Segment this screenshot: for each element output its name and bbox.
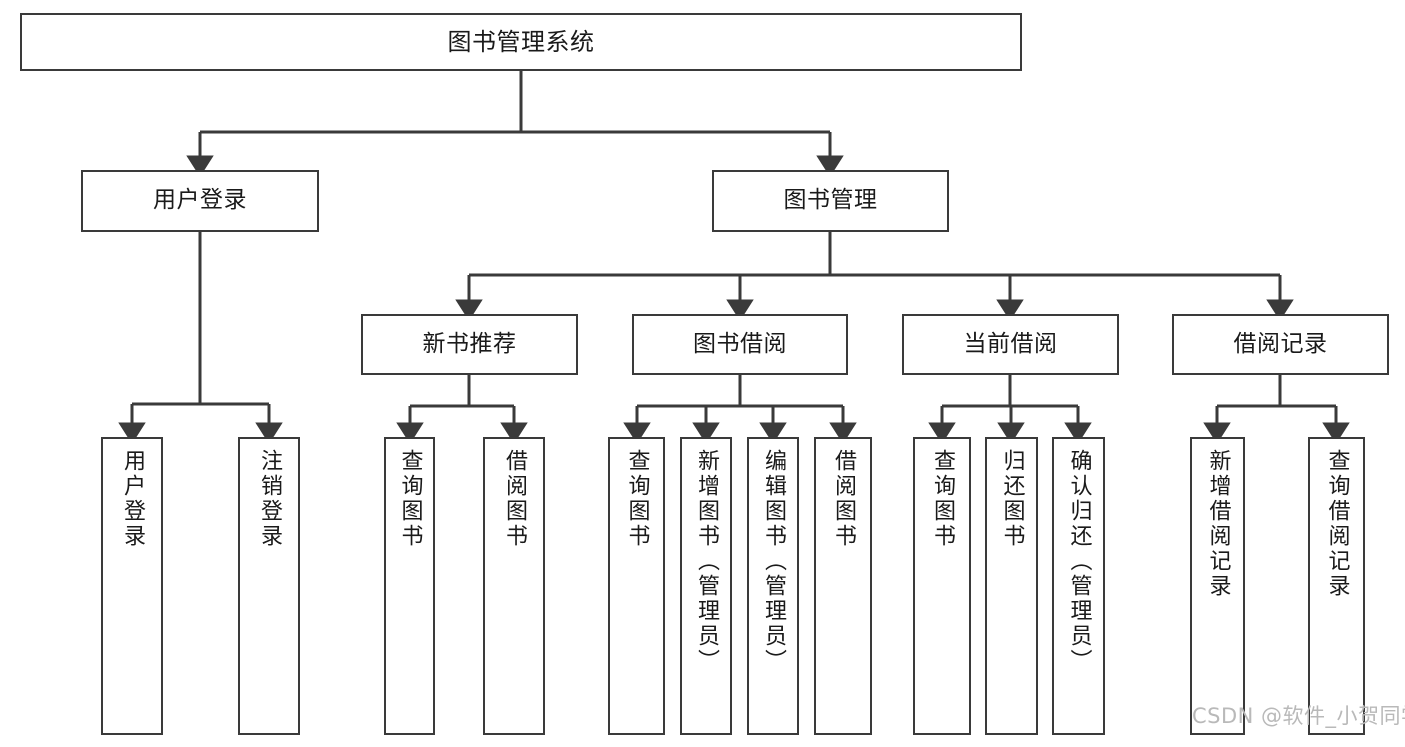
leaf-return-book-label: 归还图书 xyxy=(999,449,1025,549)
leaf-borrow-book-newbooks[interactable]: 借阅图书 xyxy=(483,437,545,735)
leaf-query-book-current[interactable]: 查询图书 xyxy=(913,437,971,735)
node-book-management-label: 图书管理 xyxy=(783,187,878,214)
node-current-borrow-label: 当前借阅 xyxy=(963,330,1058,357)
node-book-borrow[interactable]: 图书借阅 xyxy=(632,314,848,375)
leaf-user-login-label: 用户登录 xyxy=(120,449,145,549)
node-root[interactable]: 图书管理系统 xyxy=(20,13,1022,71)
node-user-login[interactable]: 用户登录 xyxy=(81,170,319,232)
node-book-borrow-label: 图书借阅 xyxy=(693,330,787,357)
leaf-edit-book-admin-label: 编辑图书（管理员） xyxy=(761,449,786,674)
leaf-borrow-book-newbooks-label: 借阅图书 xyxy=(502,449,527,549)
leaf-query-book-current-label: 查询图书 xyxy=(930,449,955,549)
leaf-borrow-book-label: 借阅图书 xyxy=(831,449,856,549)
leaf-return-book[interactable]: 归还图书 xyxy=(985,437,1038,735)
leaf-query-borrow-record[interactable]: 查询借阅记录 xyxy=(1308,437,1365,735)
node-new-book-recommend[interactable]: 新书推荐 xyxy=(361,314,578,375)
leaf-query-book-newbooks-label: 查询图书 xyxy=(397,449,423,549)
leaf-user-login[interactable]: 用户登录 xyxy=(101,437,163,735)
node-new-book-recommend-label: 新书推荐 xyxy=(422,330,517,357)
leaf-logout-label: 注销登录 xyxy=(257,449,282,549)
leaf-query-book-borrow[interactable]: 查询图书 xyxy=(608,437,665,735)
leaf-logout[interactable]: 注销登录 xyxy=(238,437,300,735)
node-borrow-records-label: 借阅记录 xyxy=(1233,330,1328,357)
node-user-login-label: 用户登录 xyxy=(153,187,247,214)
leaf-confirm-return-admin[interactable]: 确认归还（管理员） xyxy=(1052,437,1105,735)
node-book-management[interactable]: 图书管理 xyxy=(712,170,949,232)
leaf-query-book-newbooks[interactable]: 查询图书 xyxy=(384,437,435,735)
leaf-confirm-return-admin-label: 确认归还（管理员） xyxy=(1066,449,1092,674)
leaf-edit-book-admin[interactable]: 编辑图书（管理员） xyxy=(747,437,799,735)
leaf-add-borrow-record-label: 新增借阅记录 xyxy=(1205,449,1231,599)
node-root-label: 图书管理系统 xyxy=(447,27,595,56)
node-current-borrow[interactable]: 当前借阅 xyxy=(902,314,1119,375)
csdn-watermark-text: CSDN @软件_小贺同学 xyxy=(1192,704,1405,728)
leaf-query-borrow-record-label: 查询借阅记录 xyxy=(1324,449,1350,599)
leaf-query-book-borrow-label: 查询图书 xyxy=(624,449,650,549)
leaf-add-book-admin-label: 新增图书（管理员） xyxy=(694,449,719,674)
csdn-watermark: CSDN @软件_小贺同学 xyxy=(1192,700,1405,730)
node-borrow-records[interactable]: 借阅记录 xyxy=(1172,314,1389,375)
leaf-add-book-admin[interactable]: 新增图书（管理员） xyxy=(680,437,732,735)
leaf-borrow-book[interactable]: 借阅图书 xyxy=(814,437,872,735)
leaf-add-borrow-record[interactable]: 新增借阅记录 xyxy=(1190,437,1245,735)
